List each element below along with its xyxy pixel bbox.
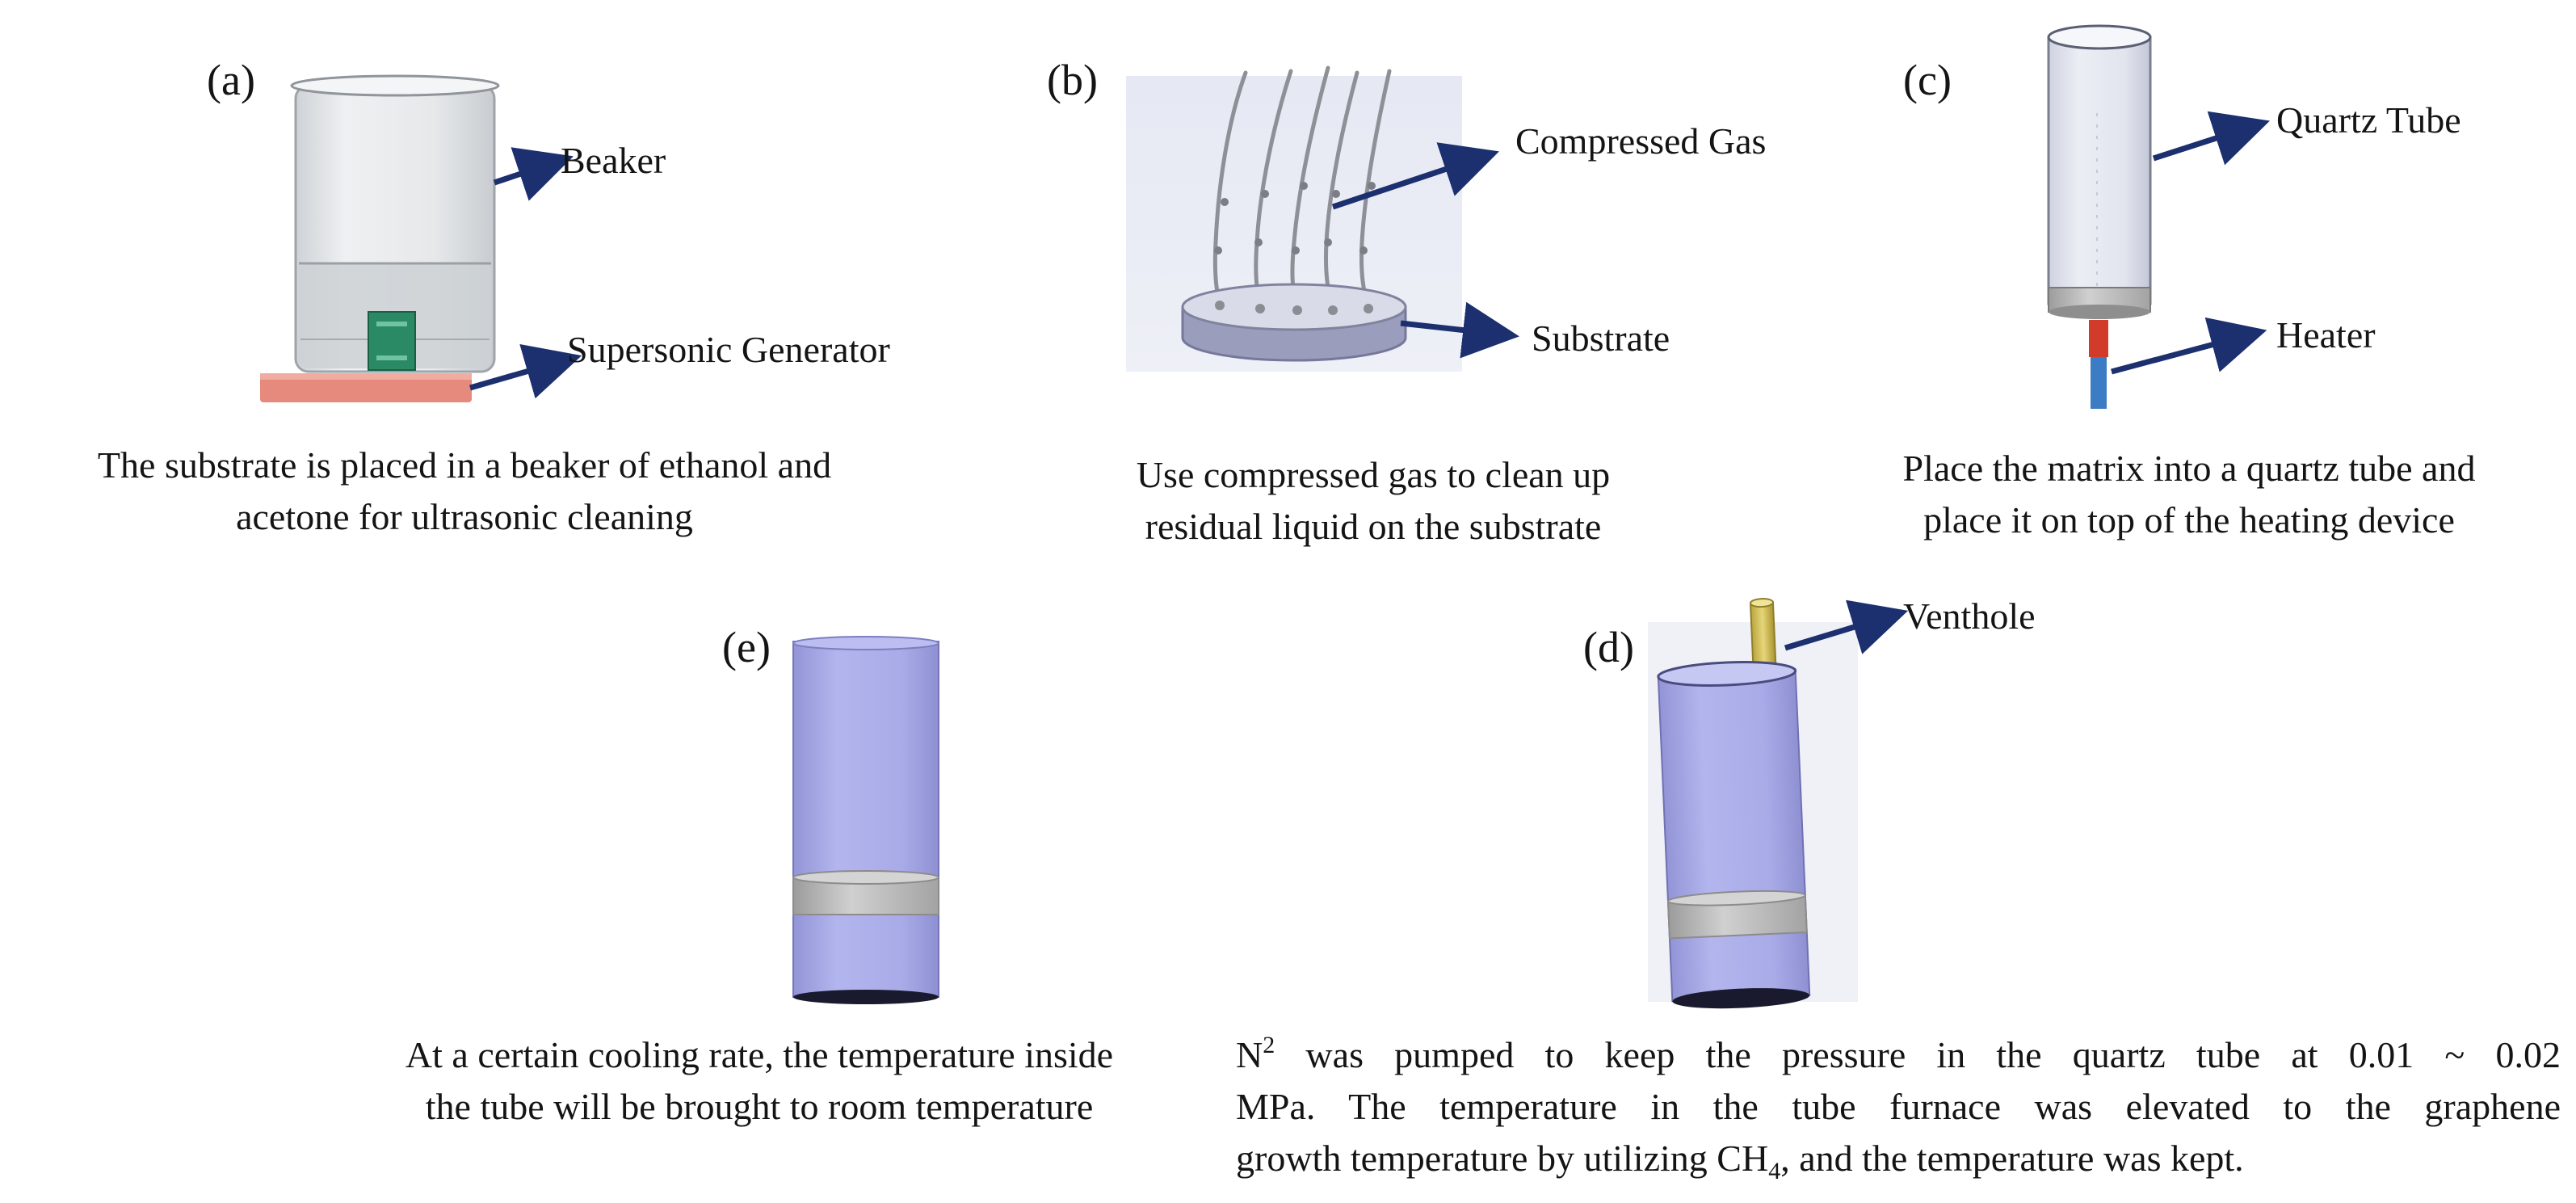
arrow-generator <box>469 343 582 399</box>
caption-d: N2 was pumped to keep the pressure in th… <box>1236 1029 2561 1184</box>
tube-top <box>792 636 939 650</box>
panel-c-letter: (c) <box>1903 56 1952 104</box>
arrow-venthole <box>1784 599 1909 654</box>
arrow-beaker <box>493 147 574 201</box>
arrow-heater <box>2111 317 2267 375</box>
tube-body <box>1657 668 1811 1003</box>
arrow-substrate <box>1400 301 1519 359</box>
beaker-rim <box>290 74 500 97</box>
hot-plate <box>260 373 472 402</box>
caption-c: Place the matrix into a quartz tube and … <box>1809 443 2569 546</box>
substrate-chip <box>368 311 416 371</box>
arrow-quartz-tube <box>2152 111 2270 166</box>
label-heater: Heater <box>2276 314 2376 355</box>
panel-d-letter: (d) <box>1583 623 1634 671</box>
caption-b-line-2: residual liquid on the substrate <box>1145 506 1602 547</box>
label-supersonic-generator: Supersonic Generator <box>567 329 890 370</box>
quartz-tube-body <box>2047 36 2152 305</box>
label-venthole: Venthole <box>1903 595 2036 637</box>
label-quartz-tube: Quartz Tube <box>2276 99 2461 141</box>
cooling-tube-illustration <box>792 636 939 1004</box>
label-compressed-gas: Compressed Gas <box>1515 120 1767 162</box>
caption-a-line-1: The substrate is placed in a beaker of e… <box>97 444 832 486</box>
label-substrate: Substrate <box>1532 318 1670 359</box>
caption-a: The substrate is placed in a beaker of e… <box>0 440 929 543</box>
caption-c-line-1: Place the matrix into a quartz tube and <box>1902 448 2476 489</box>
caption-e-line-2: the tube will be brought to room tempera… <box>425 1086 1094 1127</box>
quartz-tube-top <box>2047 24 2152 50</box>
caption-e-line-1: At a certain cooling rate, the temperatu… <box>405 1034 1114 1075</box>
panel-b-letter: (b) <box>1047 56 1098 104</box>
caption-b: Use compressed gas to clean up residual … <box>1010 449 1737 553</box>
tube-bottom <box>793 990 939 1004</box>
tube-body <box>792 641 939 998</box>
caption-c-line-2: place it on top of the heating device <box>1923 499 2455 541</box>
furnace-tube-illustration <box>1648 598 1909 1009</box>
gas-particles <box>1214 182 1376 254</box>
heater-rod-lower <box>2091 351 2107 409</box>
label-beaker: Beaker <box>561 140 666 181</box>
caption-b-line-1: Use compressed gas to clean up <box>1136 454 1611 495</box>
heater-rod-upper <box>2089 320 2108 357</box>
caption-d-line-2: MPa. The temperature in the tube furnace… <box>1236 1086 2561 1127</box>
beaker-illustration <box>260 74 582 402</box>
caption-e: At a certain cooling rate, the temperatu… <box>307 1029 1212 1133</box>
tube-top <box>1657 661 1797 687</box>
tube-bottom <box>1672 988 1810 1009</box>
caption-d-line-3: growth temperature by utilizing CH4, and… <box>1236 1138 2244 1184</box>
caption-d-line-1: N2 was pumped to keep the pressure in th… <box>1236 1032 2561 1076</box>
panel-a-letter: (a) <box>207 56 255 104</box>
caption-a-line-2: acetone for ultrasonic cleaning <box>236 496 693 537</box>
gas-substrate-illustration <box>1126 65 1519 372</box>
panel-e-letter: (e) <box>722 623 771 671</box>
quartz-tube-illustration <box>2047 24 2270 409</box>
arrow-compressed-gas <box>1331 142 1499 210</box>
